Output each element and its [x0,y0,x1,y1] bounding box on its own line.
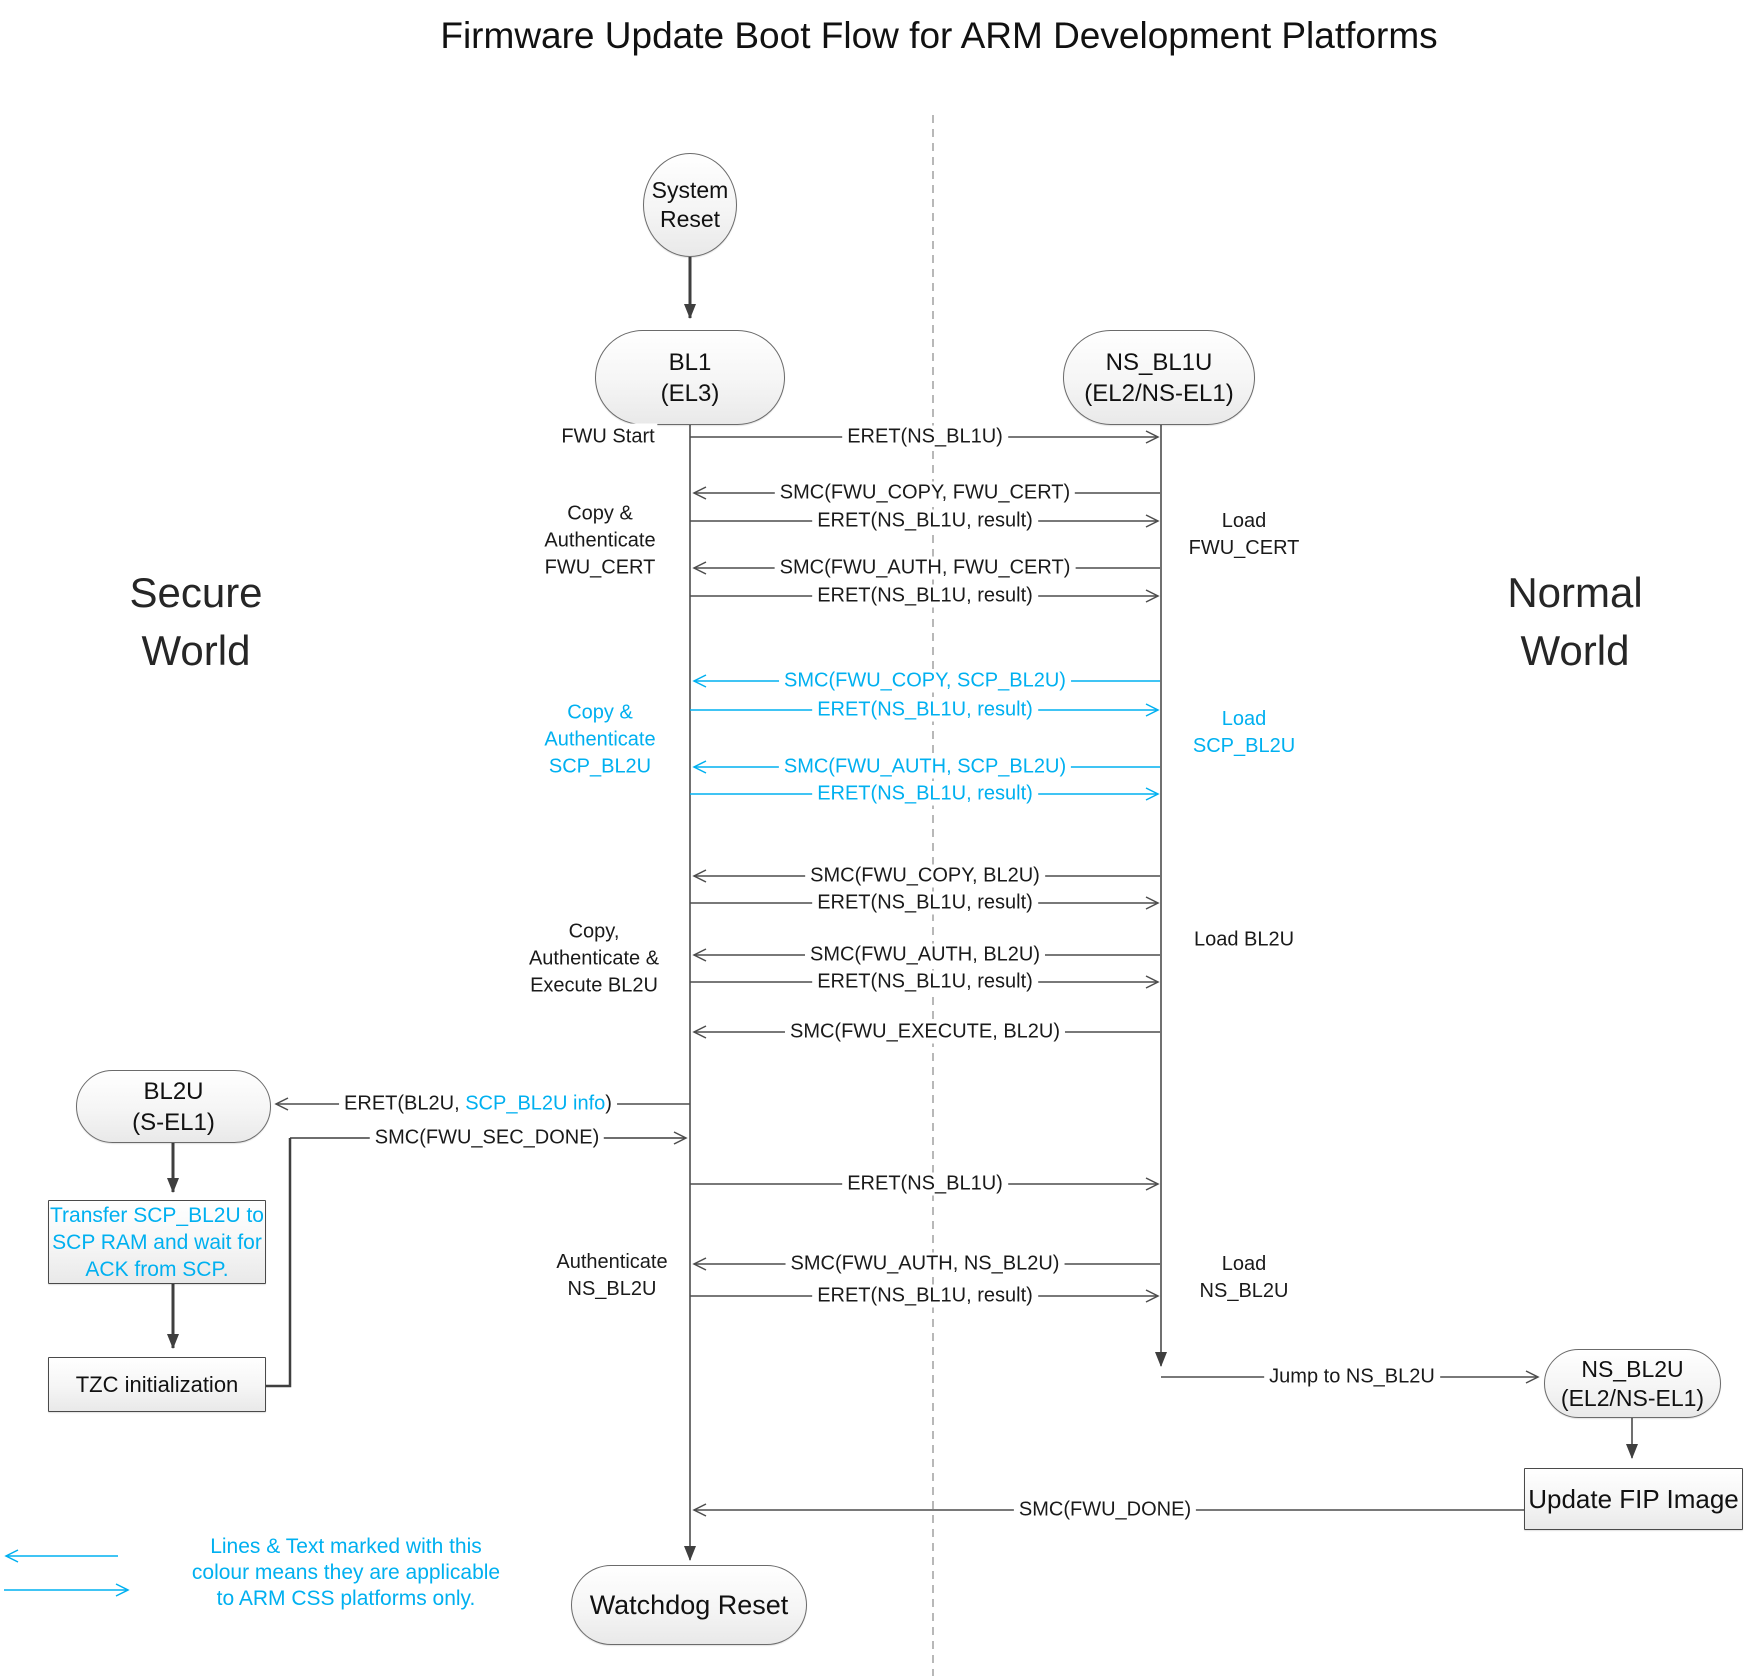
msg-eret-bl2u-scp-info: SCP_BL2U info [465,1092,606,1115]
ns-bl2u-line1: NS_BL2U [1581,1355,1684,1382]
side-label-fwu-start: FWU Start [558,423,658,451]
copy-auth-scp-bl2u-line2: Authenticate [544,728,656,751]
transfer-line3: ACK from SCP. [85,1257,229,1281]
copy-auth-exec-bl2u-line1: Copy, [568,920,620,943]
transfer-scp-bl2u-box: Transfer SCP_BL2U to SCP RAM and wait fo… [48,1200,266,1284]
page-title: Firmware Update Boot Flow for ARM Develo… [440,15,1438,56]
bl2u-line2: (S-EL1) [132,1108,215,1136]
legend-line3: to ARM CSS platforms only. [216,1587,476,1610]
msg-jump-to-ns-bl2u: Jump to NS_BL2U [1264,1365,1440,1389]
normal-world-line2: World [1520,627,1630,674]
transfer-line1: Transfer SCP_BL2U to [50,1203,264,1227]
bl1-line1: BL1 [668,348,712,376]
load-scp-bl2u-line1: Load [1221,708,1267,730]
legend-line1: Lines & Text marked with this [210,1535,482,1558]
copy-auth-exec-bl2u-line2: Authenticate & [528,947,660,970]
msg-smc-fwu-auth-bl2u: SMC(FWU_AUTH, BL2U) [804,943,1046,967]
load-scp-bl2u-line2: SCP_BL2U [1192,735,1296,757]
legend-line2: colour means they are applicable [191,1561,501,1584]
copy-auth-fwu-cert-line2: Authenticate [544,529,656,552]
msg-eret-result-blue-2: ERET(NS_BL1U, result) [812,782,1038,806]
side-label-copy-auth-fwu-cert: Copy & Authenticate FWU_CERT [541,500,659,582]
normal-world-line1: Normal [1507,569,1643,616]
system-reset-line2: Reset [659,206,721,232]
bl2u-line1: BL2U [143,1077,204,1105]
load-fwu-cert-line2: FWU_CERT [1188,537,1300,559]
side-label-load-scp-bl2u: Load SCP_BL2U [1189,706,1299,760]
bl1-node: BL1 (EL3) [595,330,785,425]
update-fip-image-box: Update FIP Image [1524,1468,1743,1530]
msg-eret-result-blue-1: ERET(NS_BL1U, result) [812,698,1038,722]
msg-smc-fwu-auth-ns-bl2u: SMC(FWU_AUTH, NS_BL2U) [785,1252,1065,1276]
msg-smc-fwu-copy-bl2u: SMC(FWU_COPY, BL2U) [805,864,1045,888]
side-label-load-bl2u: Load BL2U [1190,926,1298,954]
msg-eret-bl2u: ERET(BL2U, SCP_BL2U info) [339,1092,617,1116]
secure-world-label: Secure World [129,564,262,680]
ns-bl2u-node: NS_BL2U (EL2/NS-EL1) [1544,1349,1721,1418]
side-label-auth-ns-bl2u: Authenticate NS_BL2U [553,1249,671,1303]
ns-bl1u-node: NS_BL1U (EL2/NS-EL1) [1063,330,1255,425]
msg-eret-bl2u-suffix: ) [605,1092,612,1115]
msg-eret-result-2: ERET(NS_BL1U, result) [812,584,1038,608]
normal-world-label: Normal World [1507,564,1642,680]
bl1-line2: (EL3) [660,379,720,407]
watchdog-reset-node: Watchdog Reset [571,1565,807,1645]
auth-ns-bl2u-line1: Authenticate [556,1251,668,1273]
load-ns-bl2u-line1: Load [1221,1253,1267,1275]
auth-ns-bl2u-line2: NS_BL2U [567,1278,657,1300]
msg-smc-fwu-sec-done: SMC(FWU_SEC_DONE) [369,1126,605,1150]
copy-auth-scp-bl2u-line3: SCP_BL2U [548,755,652,778]
ns-bl1u-line1: NS_BL1U [1105,348,1213,376]
side-label-load-fwu-cert: Load FWU_CERT [1185,508,1303,562]
msg-eret-result-5: ERET(NS_BL1U, result) [812,1284,1038,1308]
msg-smc-fwu-copy-scp-bl2u: SMC(FWU_COPY, SCP_BL2U) [779,669,1071,693]
msg-smc-fwu-auth-fwu-cert: SMC(FWU_AUTH, FWU_CERT) [774,556,1076,580]
msg-eret-ns-bl1u: ERET(NS_BL1U) [842,425,1008,449]
side-label-copy-auth-exec-bl2u: Copy, Authenticate & Execute BL2U [525,918,663,1000]
load-fwu-cert-line1: Load [1221,510,1267,532]
tzc-label: TZC initialization [75,1372,239,1397]
side-label-copy-auth-scp-bl2u: Copy & Authenticate SCP_BL2U [541,699,659,781]
system-reset-node: System Reset [643,153,737,257]
side-label-load-ns-bl2u: Load NS_BL2U [1196,1251,1292,1305]
bl2u-node: BL2U (S-EL1) [76,1070,271,1143]
copy-auth-fwu-cert-line3: FWU_CERT [544,556,656,579]
transfer-line2: SCP RAM and wait for [52,1230,262,1254]
msg-eret-result-3: ERET(NS_BL1U, result) [812,891,1038,915]
ns-bl1u-line2: (EL2/NS-EL1) [1084,379,1234,407]
tzc-initialization-box: TZC initialization [48,1357,266,1412]
msg-smc-fwu-execute-bl2u: SMC(FWU_EXECUTE, BL2U) [784,1020,1066,1044]
watchdog-label: Watchdog Reset [589,1589,789,1620]
msg-eret-bl2u-prefix: ERET(BL2U, [344,1092,466,1115]
load-ns-bl2u-line2: NS_BL2U [1199,1280,1289,1302]
msg-eret-ns-bl1u-2: ERET(NS_BL1U) [842,1172,1008,1196]
secure-world-line1: Secure [129,569,263,616]
copy-auth-fwu-cert-line1: Copy & [567,502,633,525]
copy-auth-scp-bl2u-line1: Copy & [567,701,633,724]
system-reset-line1: System [651,177,729,203]
ns-bl2u-line2: (EL2/NS-EL1) [1560,1384,1705,1411]
update-fip-label: Update FIP Image [1528,1483,1739,1514]
copy-auth-exec-bl2u-line3: Execute BL2U [530,974,658,997]
tzc-to-smc-sec-done-elbow [266,1138,292,1388]
msg-smc-fwu-done: SMC(FWU_DONE) [1013,1498,1197,1522]
msg-smc-fwu-auth-scp-bl2u: SMC(FWU_AUTH, SCP_BL2U) [778,755,1072,779]
legend-note: Lines & Text marked with this colour mea… [192,1534,500,1612]
secure-world-line2: World [141,627,251,674]
msg-eret-result-4: ERET(NS_BL1U, result) [812,970,1038,994]
msg-eret-result-1: ERET(NS_BL1U, result) [812,509,1038,533]
msg-smc-fwu-copy-fwu-cert: SMC(FWU_COPY, FWU_CERT) [774,481,1076,505]
